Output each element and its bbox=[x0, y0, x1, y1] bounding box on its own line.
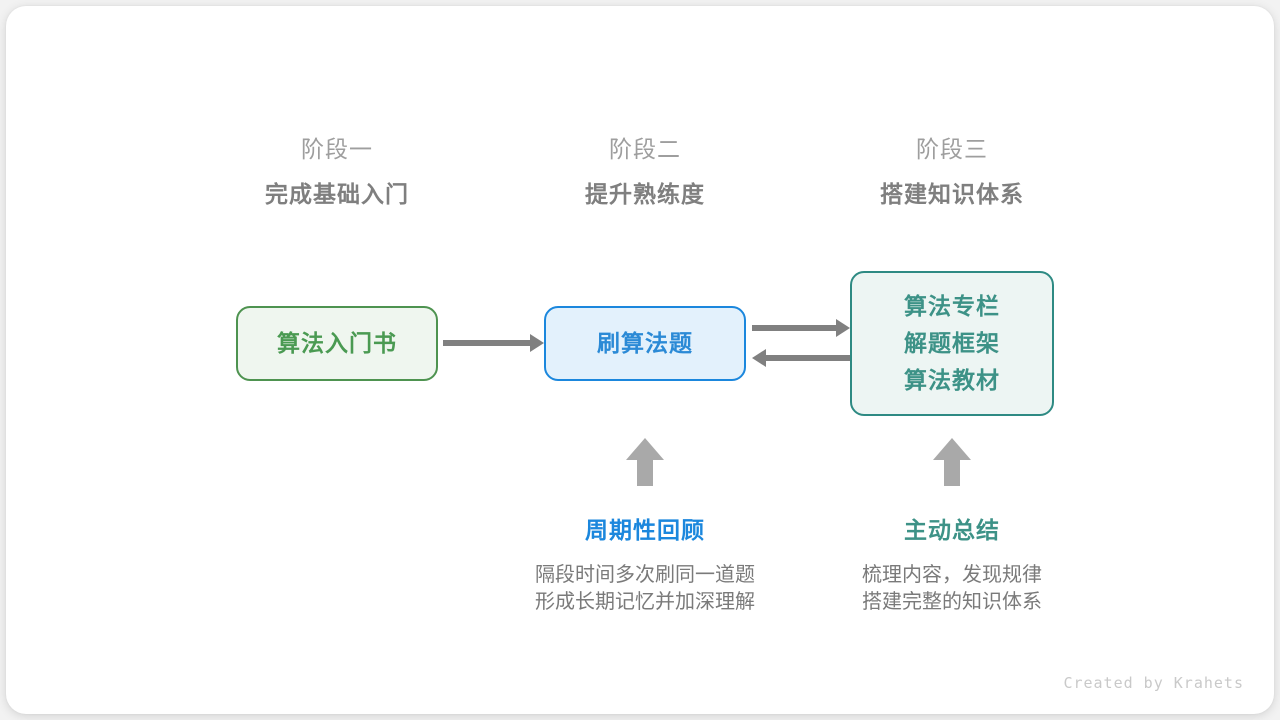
credit-text: Created by Krahets bbox=[1063, 674, 1244, 692]
node-algorithm-intro-book: 算法入门书 bbox=[236, 306, 438, 381]
node-label: 算法教材 bbox=[904, 367, 1000, 393]
annotation-body-line: 梳理内容，发现规律 bbox=[862, 564, 1042, 586]
stage-number-3: 阶段三 bbox=[916, 136, 988, 162]
stage-header-1: 阶段一 完成基础入门 bbox=[207, 132, 467, 212]
node-label: 刷算法题 bbox=[597, 330, 693, 356]
annotation-body: 梳理内容，发现规律 搭建完整的知识体系 bbox=[782, 562, 1122, 616]
stage-title-3: 搭建知识体系 bbox=[880, 181, 1024, 207]
annotation-active-summary: 主动总结 梳理内容，发现规律 搭建完整的知识体系 bbox=[782, 514, 1122, 616]
arrow-shaft bbox=[637, 458, 653, 486]
stage-number-1: 阶段一 bbox=[301, 136, 373, 162]
stage-header-2: 阶段二 提升熟练度 bbox=[515, 132, 775, 212]
arrow-shaft bbox=[944, 458, 960, 486]
node-knowledge-system: 算法专栏 解题框架 算法教材 bbox=[850, 271, 1054, 416]
arrow-head bbox=[933, 438, 971, 460]
annotation-periodic-review: 周期性回顾 隔段时间多次刷同一道题 形成长期记忆并加深理解 bbox=[475, 514, 815, 616]
annotation-title: 周期性回顾 bbox=[585, 517, 705, 543]
stage-number-2: 阶段二 bbox=[609, 136, 681, 162]
node-label: 算法入门书 bbox=[277, 330, 397, 356]
node-practice-problems: 刷算法题 bbox=[544, 306, 746, 381]
diagram-card: 阶段一 完成基础入门 阶段二 提升熟练度 阶段三 搭建知识体系 算法入门书 刷算… bbox=[6, 6, 1274, 714]
annotation-body-line: 形成长期记忆并加深理解 bbox=[535, 591, 755, 613]
arrow-intro-to-practice-icon bbox=[443, 340, 531, 346]
annotation-title: 主动总结 bbox=[904, 517, 1000, 543]
node-label: 算法专栏 bbox=[904, 293, 1000, 319]
arrow-practice-to-system-icon bbox=[752, 325, 837, 331]
annotation-body-line: 搭建完整的知识体系 bbox=[862, 591, 1042, 613]
stage-title-1: 完成基础入门 bbox=[265, 181, 409, 207]
annotation-body-line: 隔段时间多次刷同一道题 bbox=[535, 564, 755, 586]
arrow-head bbox=[626, 438, 664, 460]
arrow-up-summary-icon bbox=[933, 438, 971, 486]
arrow-system-to-practice-icon bbox=[765, 355, 850, 361]
stage-header-3: 阶段三 搭建知识体系 bbox=[822, 132, 1082, 212]
annotation-body: 隔段时间多次刷同一道题 形成长期记忆并加深理解 bbox=[475, 562, 815, 616]
node-label: 解题框架 bbox=[904, 330, 1000, 356]
stage-title-2: 提升熟练度 bbox=[585, 181, 705, 207]
arrow-up-review-icon bbox=[626, 438, 664, 486]
